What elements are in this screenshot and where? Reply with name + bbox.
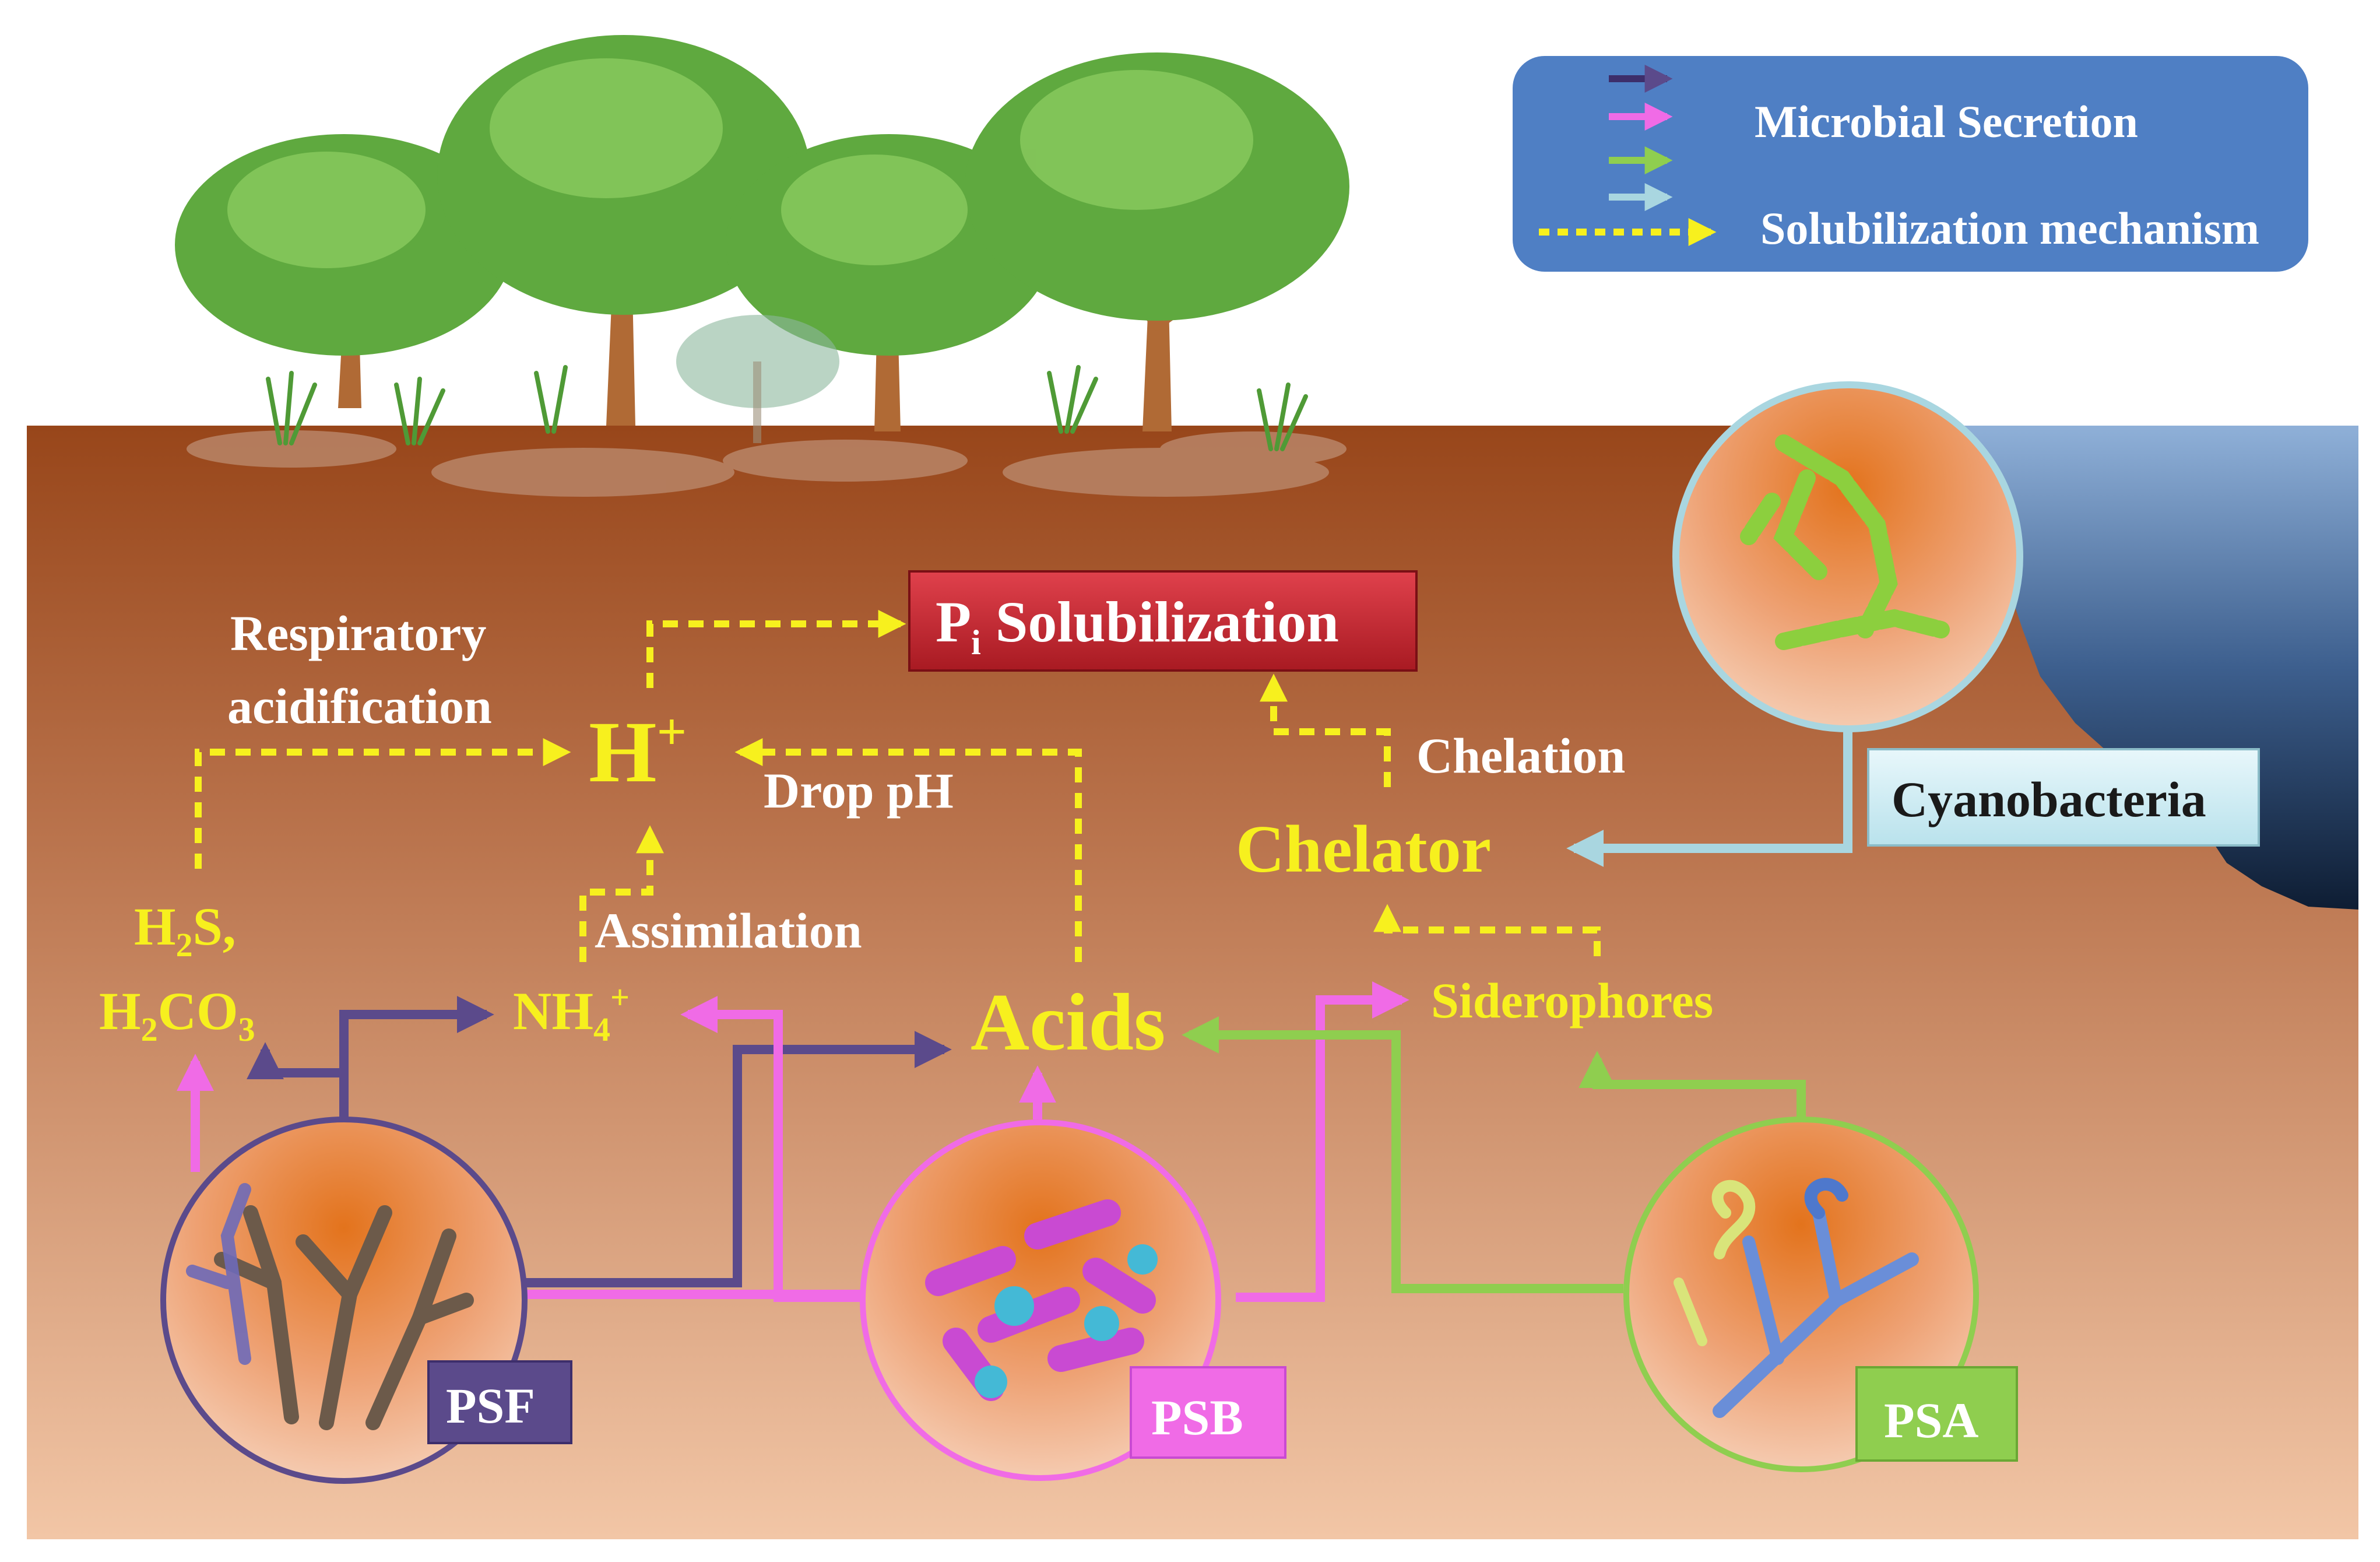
psf-fungi-illustration xyxy=(214,1205,474,1430)
psa-arrow-to-acids xyxy=(1182,1016,1623,1293)
psf-label: PSF xyxy=(446,1378,535,1434)
assimilation-label: Assimilation xyxy=(595,903,862,959)
arrow-acids-to-h xyxy=(734,738,1082,962)
psa-organism: PSA xyxy=(1623,1117,2018,1472)
pi-solubilization-label: Solubilization xyxy=(981,589,1339,654)
secretion-arrows xyxy=(177,729,1852,1302)
pi-subscript: i xyxy=(971,623,981,662)
psa-label: PSA xyxy=(1884,1392,1978,1448)
arrow-chelator-to-pi xyxy=(1260,673,1391,787)
chelator-node: Chelator xyxy=(1236,812,1491,887)
respiratory-label-line1: Respiratory xyxy=(230,605,486,661)
legend-microbial-secretion: Microbial Secretion xyxy=(1755,96,2138,147)
acids-node: Acids xyxy=(971,977,1165,1068)
h2s-node: H2S, xyxy=(134,897,236,964)
psb-organism: PSB xyxy=(860,1119,1286,1481)
psf-arrow-to-nh4 xyxy=(339,996,494,1073)
psf-arrow-to-h2co3 xyxy=(247,1042,349,1125)
psf-organism: PSF xyxy=(160,1117,572,1484)
svg-text:Pi Solubilization: Pi Solubilization xyxy=(936,589,1339,662)
cyanobacteria-organism: Cyanobacteria xyxy=(1672,381,2260,847)
arrow-nh4-to-h xyxy=(579,825,664,962)
cyano-label-box xyxy=(1867,748,2260,847)
psa-actinomycete-illustration xyxy=(1674,1178,1919,1418)
arrow-h-to-pi xyxy=(646,610,906,688)
pi-prefix: P xyxy=(936,589,971,654)
psb-bacteria-illustration xyxy=(925,1199,1158,1401)
legend: Microbial Secretion Solubilization mecha… xyxy=(1513,56,2308,272)
arrow-siderophores-to-chelator xyxy=(1373,904,1601,956)
psb-arrow-to-siderophores xyxy=(1236,981,1409,1302)
legend-box xyxy=(1513,56,2308,272)
mechanism-arrows xyxy=(195,610,1601,962)
h-plus-node: H+ xyxy=(589,703,687,801)
psb-label: PSB xyxy=(1151,1389,1243,1445)
nh4-node: NH4+ xyxy=(513,978,630,1048)
psa-label-box xyxy=(1855,1366,2018,1462)
cyano-filament-illustration xyxy=(1740,434,1950,650)
siderophores-node: Siderophores xyxy=(1431,973,1713,1029)
psf-arrow-to-acids xyxy=(519,1031,952,1287)
psb-label-box xyxy=(1130,1366,1286,1459)
cyano-orb xyxy=(1672,381,2023,732)
respiratory-label-line2: acidification xyxy=(227,678,492,734)
chelation-label: Chelation xyxy=(1416,728,1625,784)
ground-patches xyxy=(187,430,1347,497)
drop-ph-label: Drop pH xyxy=(764,763,954,819)
legend-solubilization-mechanism: Solubilization mechanism xyxy=(1760,203,2259,254)
psb-arrow-to-nh4 xyxy=(680,996,874,1302)
cyanobacteria-label: Cyanobacteria xyxy=(1892,771,2206,827)
h2co3-node: H2CO3 xyxy=(99,981,255,1048)
psa-arrow-to-siderophores xyxy=(1579,1051,1806,1125)
psf-label-box xyxy=(427,1360,572,1444)
arrow-h2s-to-h xyxy=(195,738,571,869)
pi-solubilization-box: Pi Solubilization xyxy=(908,570,1418,672)
cyano-arrow-to-chelator xyxy=(1566,729,1852,867)
tree-canopy-group xyxy=(175,35,1349,451)
